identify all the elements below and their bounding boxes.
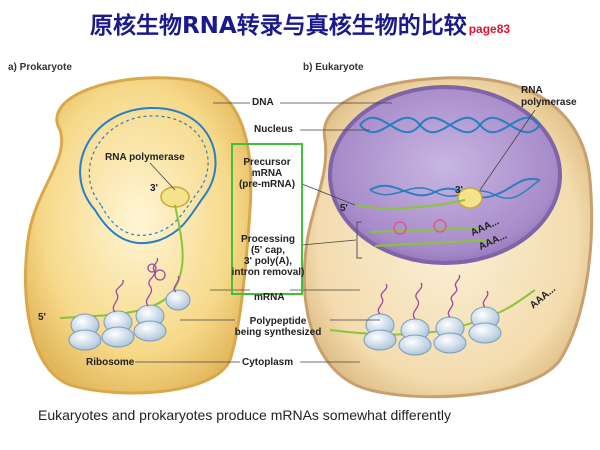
eukaryote-dna-strand-2	[359, 116, 541, 134]
prokaryote-dna-strand-2	[88, 115, 209, 236]
label-polypeptide-line-1: Polypeptide	[249, 316, 307, 327]
prokaryote-dna-strand-1	[79, 106, 217, 245]
label-3prime-prokaryote: 3'	[150, 183, 158, 194]
label-precursor-line-1: Precursor	[243, 157, 291, 168]
title-text: 原核生物RNA转录与真核生物的比较	[89, 13, 467, 39]
panel-label-eukaryote: b) Eukaryote	[303, 62, 364, 73]
label-processing-line-3: 3' poly(A),	[244, 256, 292, 267]
label-rna-polymerase-eukaryote-2: polymerase	[521, 97, 577, 108]
label-dna: DNA	[252, 97, 274, 108]
eukaryote-pre-mrna	[354, 199, 466, 210]
label-polypeptide-line-2: being synthesized	[234, 327, 322, 338]
label-processing-line-4: intron removal)	[231, 267, 305, 278]
label-processing-line-1: Processing	[241, 234, 295, 245]
label-precursor-line-2: mRNA	[251, 168, 283, 179]
label-nucleus: Nucleus	[254, 124, 293, 135]
figure-caption: Eukaryotes and prokaryotes produce mRNAs…	[38, 407, 451, 423]
label-processing: Processing (5' cap, 3' poly(A), intron r…	[231, 234, 305, 278]
prokaryote-polypeptides	[112, 257, 180, 313]
highlight-box-pre-mrna-processing	[231, 143, 303, 295]
label-mrna: mRNA	[254, 292, 285, 303]
intron-loops	[393, 219, 447, 235]
eukaryote-rna-polymerase	[457, 187, 483, 209]
eukaryote-processing-mrnas	[369, 227, 491, 247]
label-processing-line-2: (5' cap,	[250, 245, 286, 256]
label-ribosome: Ribosome	[86, 357, 135, 368]
page-reference: page83	[468, 22, 511, 36]
prokaryote-ribosomes	[68, 289, 191, 351]
label-precursor-mrna: Precursor mRNA (pre-mRNA)	[233, 157, 301, 190]
eukaryote-dna-lower-1	[369, 177, 541, 199]
label-3prime-eukaryote: 3'	[455, 185, 463, 196]
panel-label-prokaryote: a) Prokaryote	[8, 62, 72, 73]
label-5prime-prokaryote: 5'	[38, 312, 46, 323]
label-rna-polymerase-prokaryote: RNA polymerase	[105, 152, 185, 163]
processing-bracket	[356, 221, 362, 259]
label-rna-polymerase-eukaryote-1: RNA	[521, 85, 543, 96]
label-precursor-line-3: (pre-mRNA)	[238, 179, 296, 190]
eukaryote-ribosomes	[363, 306, 502, 356]
eukaryote-nucleus	[328, 85, 562, 265]
label-polypeptide: Polypeptide being synthesized	[228, 316, 328, 338]
eukaryote-polypeptides	[377, 274, 489, 320]
label-cytoplasm: Cytoplasm	[242, 357, 294, 368]
label-5prime-eukaryote: 5'	[340, 203, 348, 214]
